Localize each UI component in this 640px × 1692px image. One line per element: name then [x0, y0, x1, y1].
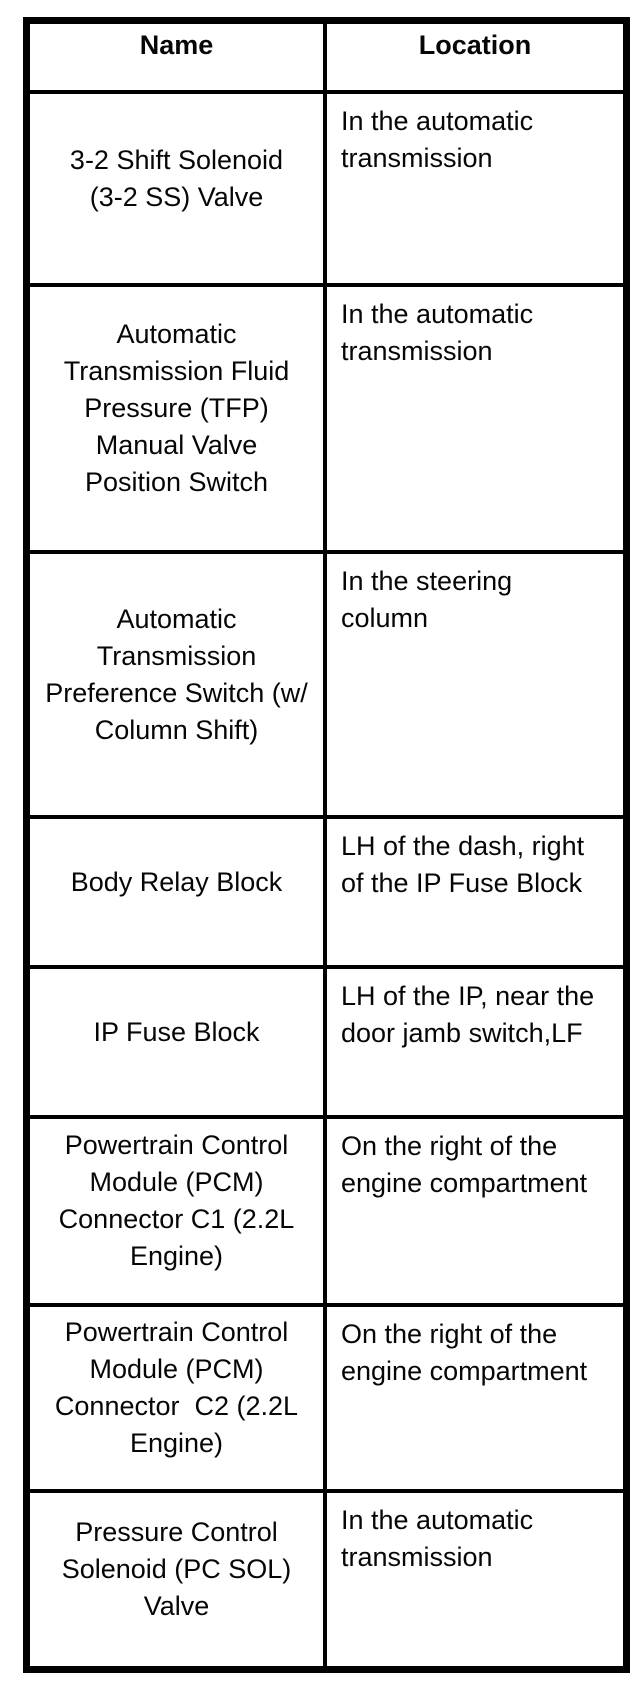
- column-header-location: Location: [418, 30, 532, 60]
- location-cell: LH of the dash, right of the IP Fuse Blo…: [341, 831, 585, 898]
- location-cell: On the right of the engine compartment: [341, 1319, 588, 1386]
- column-header-name: Name: [30, 24, 327, 90]
- table-row: Pressure Control Solenoid (PC SOL) Valve…: [30, 1489, 623, 1666]
- table-row: IP Fuse Block LH of the IP, near the doo…: [30, 965, 623, 1115]
- location-cell: In the automatic transmission: [341, 1505, 534, 1572]
- location-cell: LH of the IP, near the door jamb switch,…: [341, 981, 595, 1048]
- table-row: Powertrain Control Module (PCM) Connecto…: [30, 1115, 623, 1303]
- table-row: 3-2 Shift Solenoid (3-2 SS) Valve In the…: [30, 90, 623, 283]
- location-cell: In the steering column: [341, 566, 513, 633]
- name-cell: Automatic Transmission Fluid Pressure (T…: [30, 287, 327, 550]
- table-row: Automatic Transmission Preference Switch…: [30, 550, 623, 815]
- table-header-row: Name Location: [30, 24, 623, 90]
- component-location-table: Name Location 3-2 Shift Solenoid (3-2 SS…: [23, 17, 630, 1673]
- name-cell: Powertrain Control Module (PCM) Connecto…: [30, 1119, 327, 1303]
- location-cell: In the automatic transmission: [341, 299, 534, 366]
- name-cell: Body Relay Block: [30, 819, 327, 965]
- name-cell: Pressure Control Solenoid (PC SOL) Valve: [30, 1493, 327, 1666]
- table-row: Body Relay Block LH of the dash, right o…: [30, 815, 623, 965]
- table-row: Powertrain Control Module (PCM) Connecto…: [30, 1303, 623, 1489]
- name-cell: Automatic Transmission Preference Switch…: [30, 554, 327, 815]
- name-cell: IP Fuse Block: [30, 969, 327, 1115]
- location-cell: In the automatic transmission: [341, 106, 534, 173]
- table-row: Automatic Transmission Fluid Pressure (T…: [30, 283, 623, 550]
- name-cell: 3-2 Shift Solenoid (3-2 SS) Valve: [30, 94, 327, 283]
- name-cell: Powertrain Control Module (PCM) Connecto…: [30, 1307, 327, 1489]
- location-cell: On the right of the engine compartment: [341, 1131, 588, 1198]
